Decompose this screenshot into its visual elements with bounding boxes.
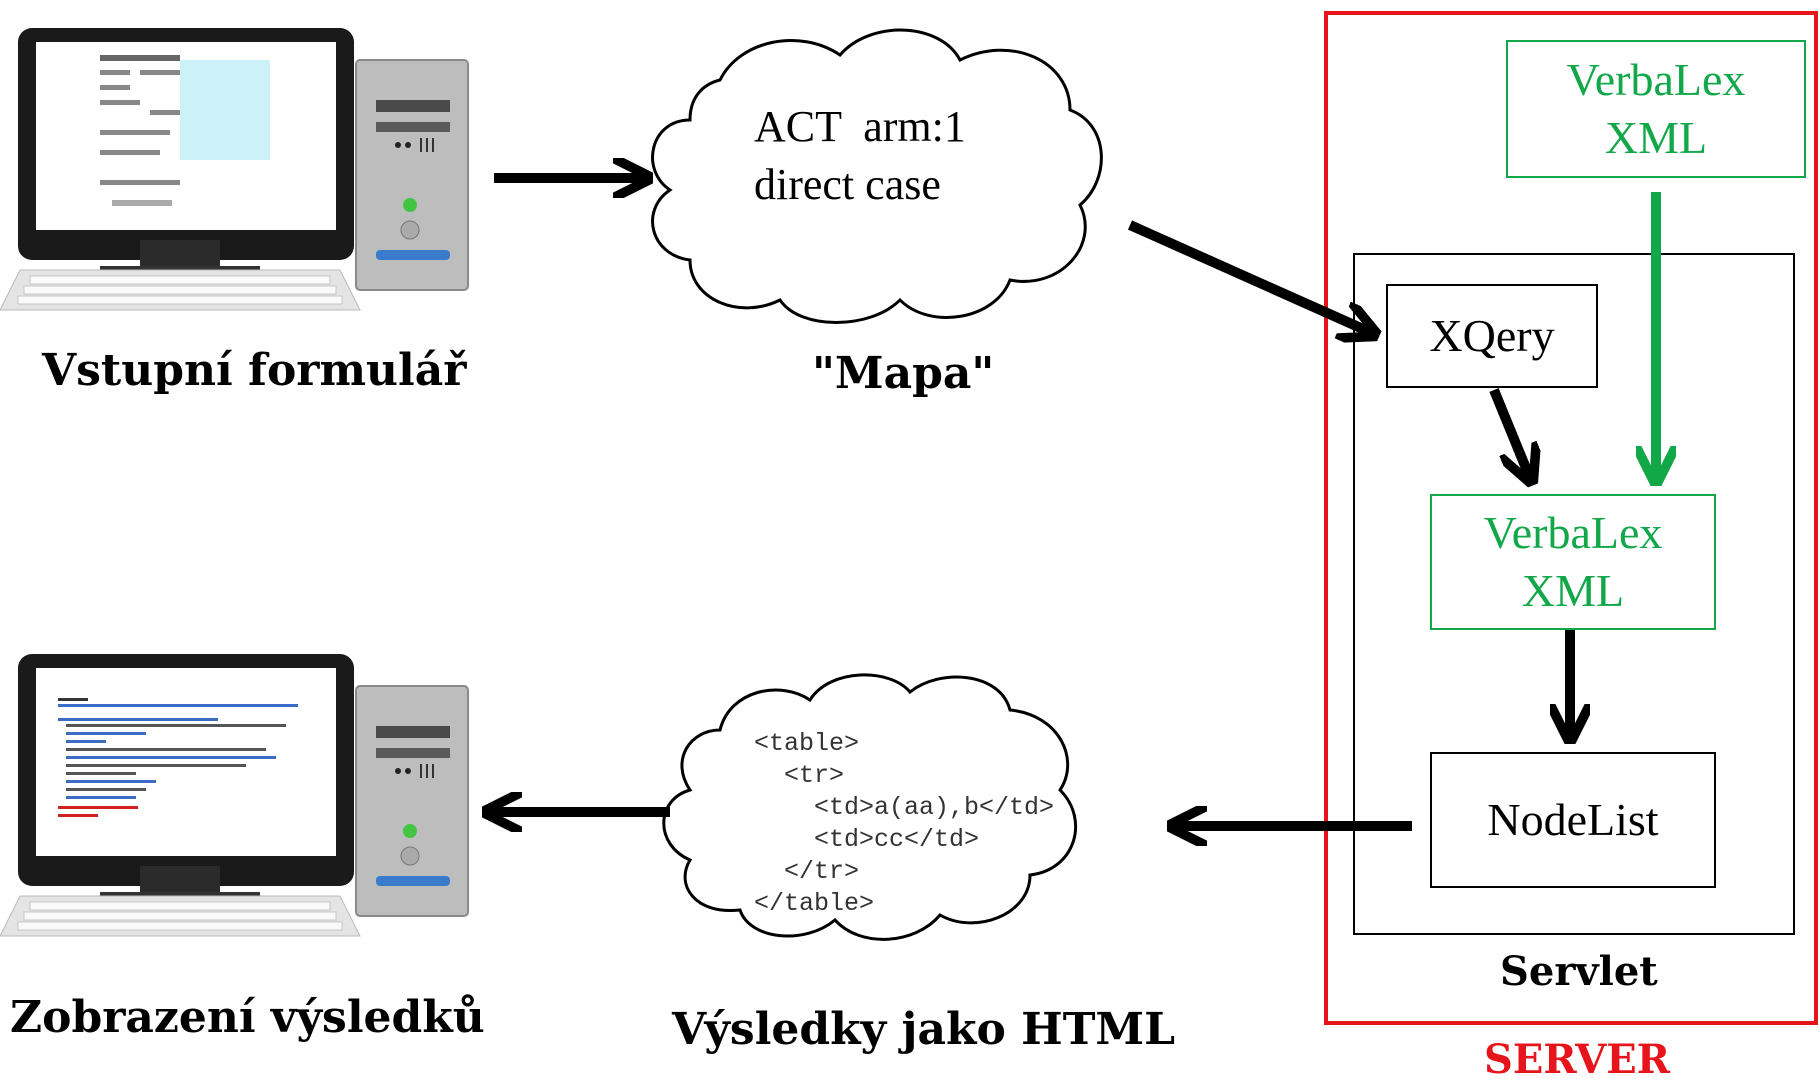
html-line-5: </tr> [754,857,860,886]
source-xml-line-1: VerbaLex [1566,54,1746,105]
input-form-label: Vstupní formulář [42,345,467,396]
server-frame [1324,11,1818,1025]
result-xml-line-1: VerbaLex [1483,507,1663,558]
html-cloud-shape [662,673,1078,941]
server-label: SERVER [1484,1036,1670,1083]
html-results-label: Výsledky jako HTML [672,1004,1176,1055]
xquery-box: XQery [1386,284,1598,388]
map-cloud-line-2: direct case [754,160,941,209]
results-view-label: Zobrazení výsledků [10,992,485,1043]
map-cloud-text: ACT arm:1 direct case [754,98,966,214]
result-xml-box: VerbaLex XML [1430,494,1716,630]
html-line-4: <td>cc</td> [754,825,980,854]
source-xml-line-2: XML [1604,112,1708,163]
html-line-2: <tr> [754,761,845,790]
html-cloud-code: <table> <tr> <td>a(aa),b</td> <td>cc</td… [754,728,1054,920]
source-xml-box: VerbaLex XML [1506,40,1806,178]
html-line-3: <td>a(aa),b</td> [754,793,1055,822]
computer-input-icon [0,28,469,311]
servlet-label: Servlet [1500,948,1658,995]
map-cloud-shape [651,28,1103,324]
arrow-map-to-xquery [1127,220,1372,333]
servlet-frame [1353,253,1795,935]
map-cloud-line-1: ACT arm:1 [754,102,966,151]
computer-output-icon [0,654,469,937]
map-label: "Mapa" [812,348,995,399]
arrow-xquery-to-result [1489,388,1530,478]
result-xml-line-2: XML [1521,565,1625,616]
html-line-6: </table> [754,889,875,918]
html-line-1: <table> [754,729,860,758]
nodelist-box: NodeList [1430,752,1716,888]
